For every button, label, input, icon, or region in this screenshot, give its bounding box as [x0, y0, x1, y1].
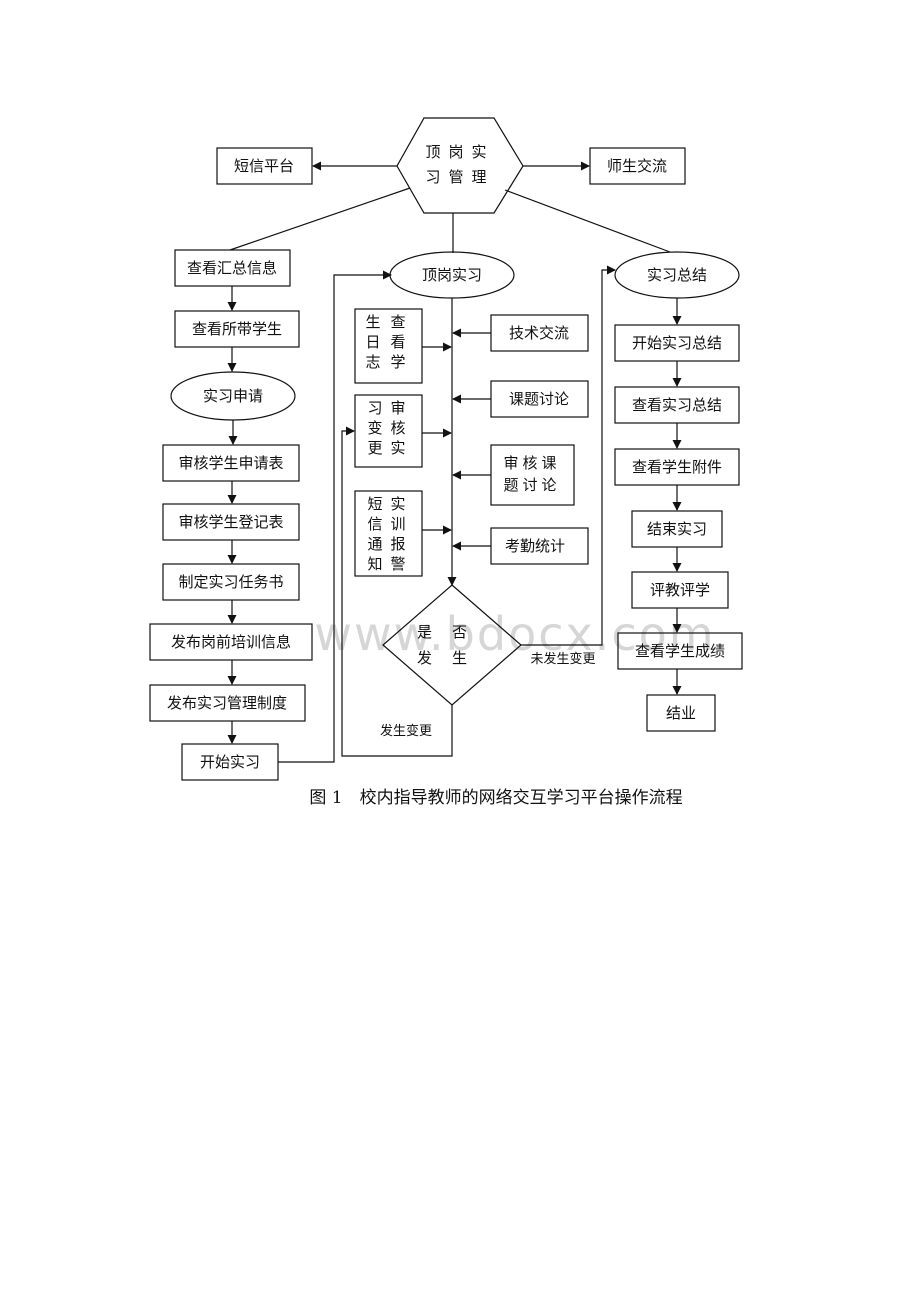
watermark: www.bdocx.com — [314, 607, 715, 661]
view-attachments-label: 查看学生附件 — [632, 458, 722, 476]
end-internship-label: 结束实习 — [647, 520, 707, 538]
view-grades-label: 查看学生成绩 — [635, 642, 725, 660]
view-log-label: 查看学生日志 — [365, 313, 405, 371]
internship-summary-label: 实习总结 — [647, 266, 707, 284]
review-application-box — [162, 444, 300, 482]
start-internship-label: 开始实习 — [200, 753, 260, 771]
rules-label: 发布实习管理制度 — [167, 694, 287, 712]
figure-caption: 图 1 校内指导教师的网络交互学习平台操作流程 — [309, 788, 682, 808]
review-registration-label: 审核学生登记表 — [178, 513, 283, 531]
tech-exchange-label: 技术交流 — [509, 324, 569, 342]
rules-box — [149, 684, 306, 722]
attendance-label: 考勤统计 — [505, 537, 565, 555]
review-topic-label: 审核课题讨论 — [503, 454, 560, 494]
sms-platform-label: 短信平台 — [234, 157, 294, 175]
sms-alert-label: 实训报警短信通知 — [367, 495, 405, 573]
training-info-label: 发布岗前培训信息 — [171, 633, 291, 651]
root-hexagon — [396, 117, 524, 214]
view-summary-right-label: 查看实习总结 — [632, 396, 722, 414]
sms-alert-box — [354, 490, 423, 577]
view-log-box — [354, 308, 423, 384]
graduation-box — [646, 694, 716, 732]
training-info-box — [149, 623, 313, 661]
view-summary-label: 查看汇总信息 — [187, 259, 277, 277]
no-change-label: 未发生变更 — [530, 651, 595, 667]
review-application-label: 审核学生申请表 — [178, 454, 283, 472]
exchange-label: 师生交流 — [607, 157, 667, 175]
review-change-label: 审核实习变更 — [367, 399, 405, 457]
root-label: 顶岗实习管理 — [425, 143, 494, 186]
task-book-box — [162, 563, 300, 601]
evaluation-box — [631, 571, 729, 609]
view-students-box — [174, 310, 300, 348]
arrow-changed-loop — [341, 426, 453, 757]
arrow-start-to-internship — [278, 270, 392, 763]
review-registration-box — [162, 503, 300, 541]
review-change-box — [354, 394, 423, 468]
evaluation-label: 评教评学 — [650, 581, 710, 599]
changed-label: 发生变更 — [380, 723, 432, 739]
connector-root-right — [504, 189, 671, 253]
graduation-label: 结业 — [666, 704, 696, 722]
view-grades-box — [617, 632, 743, 670]
view-students-label: 查看所带学生 — [192, 320, 282, 338]
internship-label: 顶岗实习 — [422, 266, 482, 284]
arrow-not-changed-to-summary — [521, 265, 616, 646]
topic-discussion-label: 课题讨论 — [509, 390, 569, 408]
internship-application-label: 实习申请 — [203, 387, 263, 405]
decision-label: 是否发生 — [417, 623, 487, 667]
task-book-label: 制定实习任务书 — [178, 573, 283, 591]
connector-root-left — [229, 187, 411, 251]
start-summary-label: 开始实习总结 — [632, 334, 722, 352]
teacher-student-exchange-box — [589, 147, 686, 185]
